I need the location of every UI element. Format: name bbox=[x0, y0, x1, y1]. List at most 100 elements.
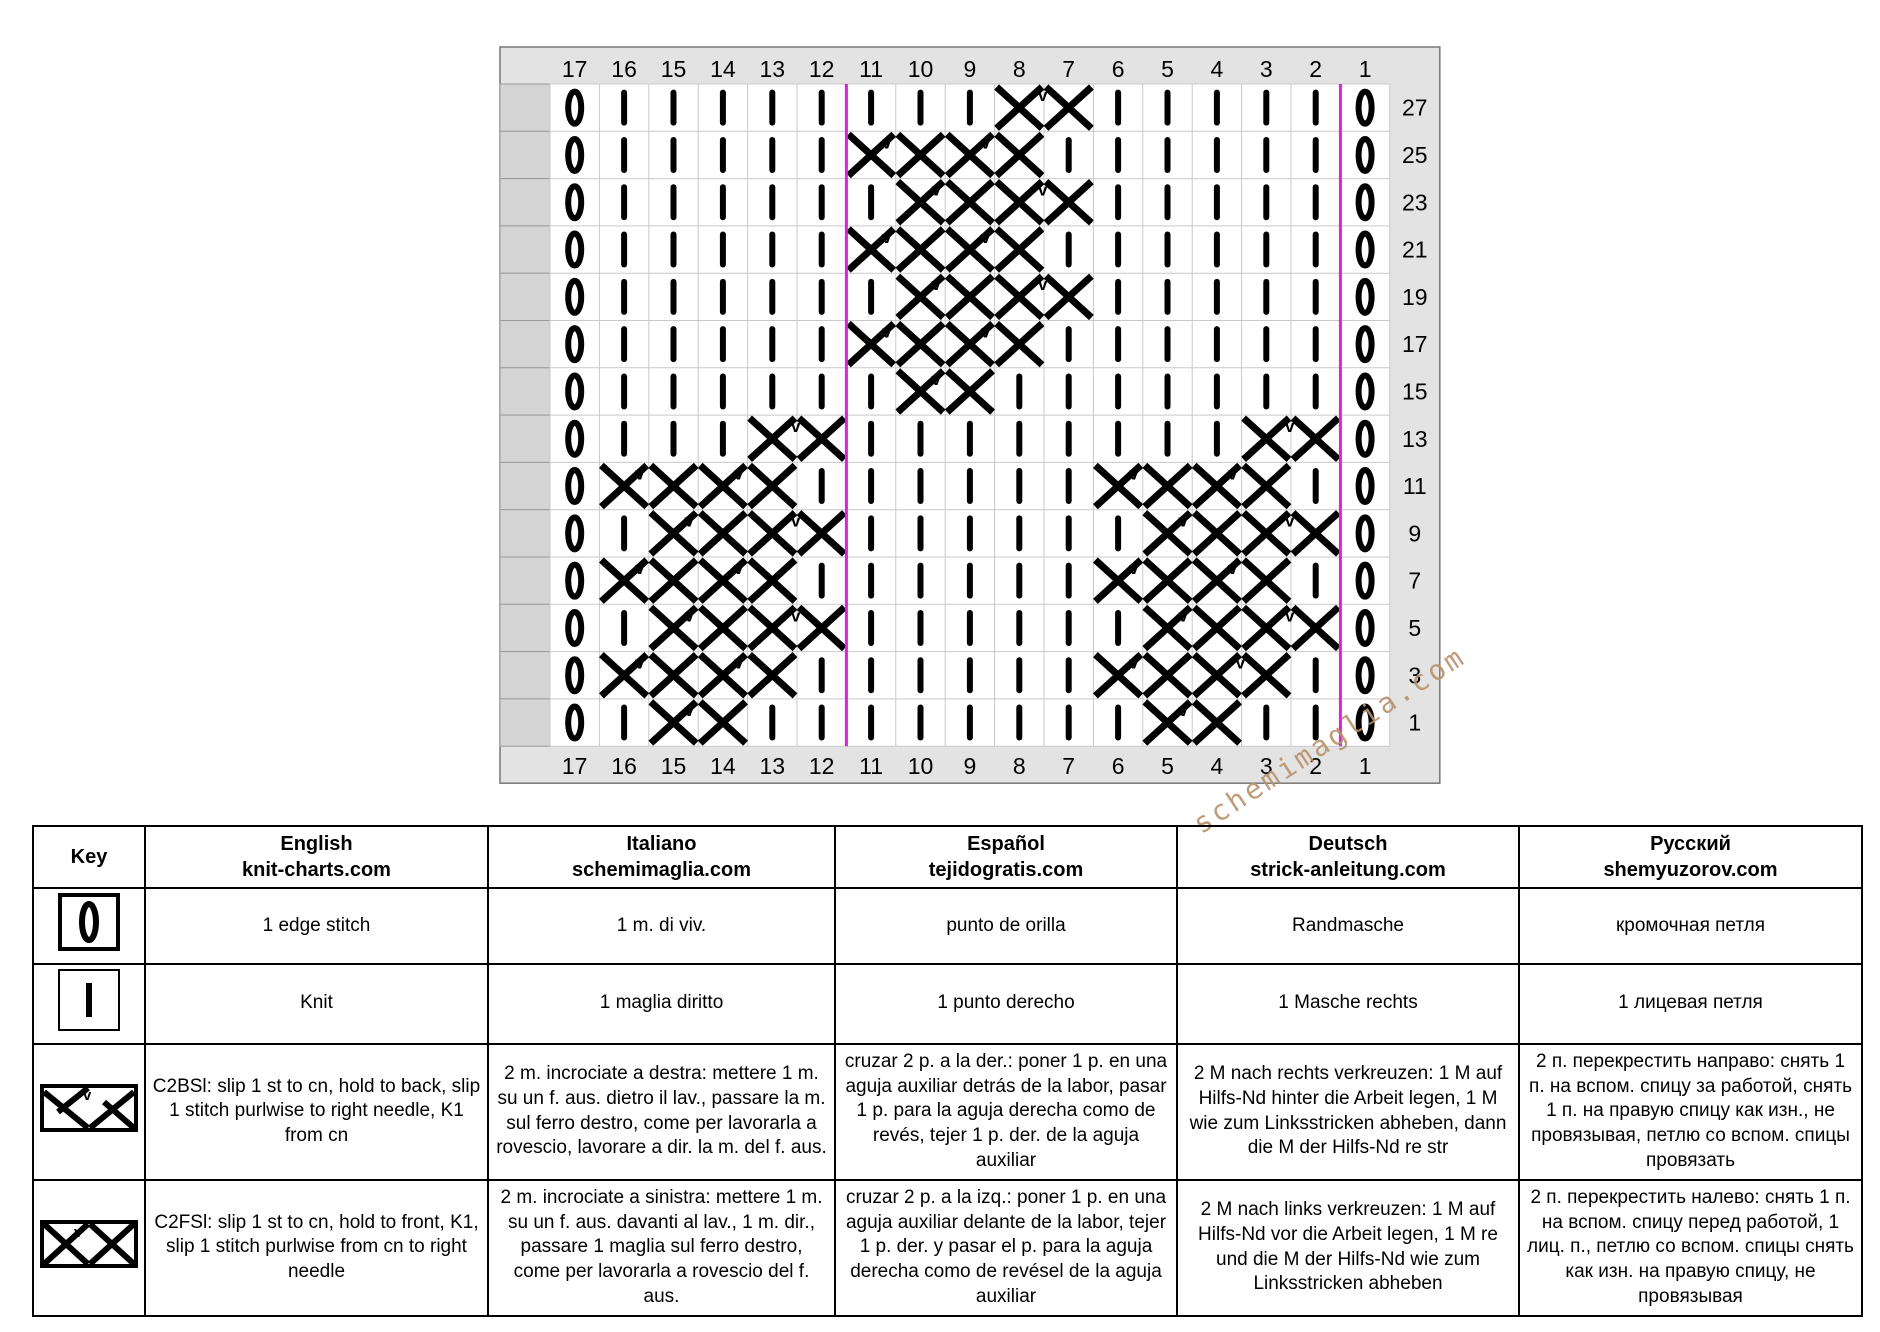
cable-stroke bbox=[1241, 604, 1292, 652]
cable-stroke bbox=[1290, 604, 1341, 652]
slip-mark: v bbox=[791, 512, 801, 531]
c2fsl-symbol: v bbox=[1142, 699, 1242, 746]
edge-stitch-symbol bbox=[565, 325, 585, 364]
cable-stroke bbox=[599, 652, 650, 699]
c2fsl-symbol: v bbox=[1093, 652, 1193, 699]
col-label-bottom: 2 bbox=[1309, 753, 1322, 779]
row-label: 1 bbox=[1408, 710, 1421, 736]
c2bsl-symbol: v bbox=[994, 179, 1094, 226]
legend-symbol-cell: v bbox=[32, 1178, 146, 1317]
legend-russian-text: 1 лицевая петля bbox=[1518, 962, 1863, 1045]
cable-stroke bbox=[1142, 510, 1193, 557]
legend-english-text: Knit bbox=[144, 962, 489, 1045]
slip-mark: v bbox=[882, 323, 892, 342]
edge-stitch-symbol bbox=[565, 561, 585, 600]
c2bsl-symbol: v bbox=[747, 510, 847, 557]
c2fsl-symbol: v bbox=[697, 462, 798, 510]
edge-stitch-symbol bbox=[565, 514, 585, 553]
slip-mark: v bbox=[635, 464, 645, 483]
col-label-top: 13 bbox=[760, 56, 786, 82]
c2bsl-symbol: v bbox=[1241, 415, 1341, 462]
cable-stroke bbox=[1191, 510, 1242, 557]
col-label-bottom: 8 bbox=[1013, 753, 1026, 779]
edge-stitch-symbol bbox=[1355, 703, 1375, 742]
slip-mark: v bbox=[981, 228, 991, 247]
c2fsl-symbol: v bbox=[895, 179, 995, 226]
c2bsl-symbol: v bbox=[1241, 604, 1341, 652]
edge-stitch-symbol bbox=[565, 703, 585, 742]
row-header-cell bbox=[499, 178, 551, 227]
cable-stroke bbox=[648, 699, 699, 746]
edge-stitch-symbol bbox=[1355, 656, 1375, 695]
col-label-top: 4 bbox=[1211, 56, 1224, 82]
legend-deutsch-text: 2 M nach links verkreuzen: 1 M auf Hilfs… bbox=[1176, 1178, 1520, 1317]
col-label-bottom: 14 bbox=[710, 753, 736, 779]
slip-mark: v bbox=[981, 133, 991, 152]
slip-mark: v bbox=[1129, 559, 1139, 578]
c2fsl-symbol: v bbox=[1093, 557, 1193, 604]
cable-stroke bbox=[994, 84, 1045, 131]
col-label-bottom: 6 bbox=[1112, 753, 1125, 779]
c2fsl-symbol: v bbox=[1191, 557, 1292, 604]
c2fsl-symbol: v bbox=[846, 320, 946, 368]
col-label-bottom: 7 bbox=[1062, 753, 1075, 779]
col-label-bottom: 16 bbox=[611, 753, 637, 779]
edge-stitch-symbol bbox=[1355, 135, 1375, 174]
slip-mark: v bbox=[931, 370, 941, 389]
c2bsl-icon: v bbox=[40, 1083, 138, 1132]
legend-english-text: 1 edge stitch bbox=[144, 887, 489, 965]
c2fsl-symbol: v bbox=[599, 462, 699, 510]
row-label: 17 bbox=[1402, 331, 1428, 357]
col-label-top: 10 bbox=[908, 56, 934, 82]
col-label-bottom: 3 bbox=[1260, 753, 1273, 779]
c2fsl-symbol: v bbox=[697, 557, 798, 604]
cable-stroke bbox=[846, 320, 897, 368]
legend-english-text: C2BSl: slip 1 st to cn, hold to back, sl… bbox=[144, 1042, 489, 1181]
row-label: 13 bbox=[1402, 426, 1428, 452]
cable-stroke bbox=[697, 462, 748, 510]
row-label: 9 bbox=[1408, 520, 1421, 546]
slip-mark: v bbox=[1178, 701, 1188, 720]
cable-stroke bbox=[895, 273, 946, 321]
legend-italiano-text: 2 m. incrociate a destra: mettere 1 m. s… bbox=[487, 1042, 836, 1181]
cable-stroke bbox=[1142, 462, 1193, 510]
col-label-top: 11 bbox=[859, 56, 883, 82]
row-header-cell bbox=[499, 367, 551, 416]
slip-mark: v bbox=[1285, 417, 1295, 436]
legend-espanol-text: cruzar 2 p. a la der.: poner 1 p. en una… bbox=[834, 1042, 1178, 1181]
col-label-bottom: 17 bbox=[562, 753, 588, 779]
c2fsl-symbol: v bbox=[944, 320, 1045, 368]
edge-stitch-symbol bbox=[565, 608, 585, 647]
cable-stroke bbox=[944, 179, 995, 226]
c2fsl-symbol: v bbox=[697, 652, 798, 699]
cable-stroke bbox=[1241, 415, 1292, 462]
edge-stitch-symbol bbox=[565, 372, 585, 411]
cable-stroke bbox=[1142, 604, 1193, 652]
legend-deutsch-text: Randmasche bbox=[1176, 887, 1520, 965]
slip-mark: v bbox=[734, 654, 744, 673]
c2fsl-symbol: v bbox=[846, 131, 946, 179]
row-label: 23 bbox=[1402, 189, 1428, 215]
cable-stroke bbox=[944, 131, 995, 179]
cable-stroke bbox=[895, 131, 946, 179]
col-label-bottom: 1 bbox=[1359, 753, 1372, 779]
row-label: 11 bbox=[1403, 473, 1427, 499]
slip-mark: v bbox=[1129, 464, 1139, 483]
legend-deutsch-text: 2 M nach rechts verkreuzen: 1 M auf Hilf… bbox=[1176, 1042, 1520, 1181]
cable-stroke bbox=[1241, 510, 1292, 557]
cable-stroke bbox=[697, 510, 748, 557]
svg-text:v: v bbox=[83, 1088, 92, 1104]
cable-stroke bbox=[747, 510, 798, 557]
cable-stroke bbox=[747, 604, 798, 652]
cable-stroke bbox=[796, 415, 847, 462]
col-label-top: 17 bbox=[562, 56, 588, 82]
edge-stitch-icon bbox=[58, 893, 120, 951]
legend-espanol-text: 1 punto derecho bbox=[834, 962, 1178, 1045]
edge-stitch-symbol bbox=[1355, 277, 1375, 316]
row-label: 21 bbox=[1402, 237, 1428, 263]
cable-stroke bbox=[648, 557, 699, 604]
cable-stroke bbox=[648, 652, 699, 699]
row-label: 5 bbox=[1408, 615, 1421, 641]
